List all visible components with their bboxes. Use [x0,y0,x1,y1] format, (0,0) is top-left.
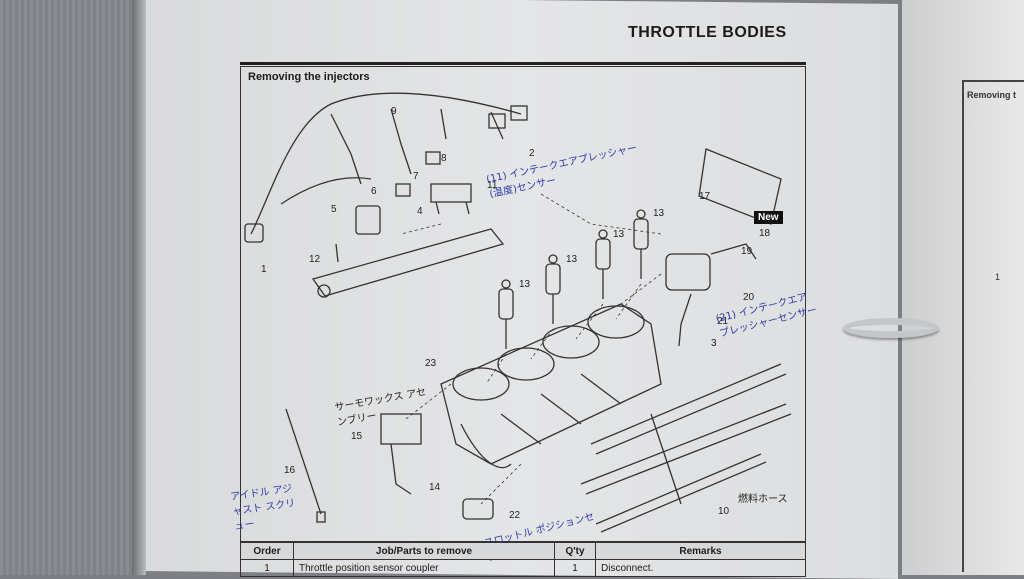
handwritten-note-16: アイドル アジャスト スクリュー [229,483,296,533]
next-page-part-num: 1 [995,272,1001,282]
part-num-7: 7 [413,171,419,182]
part-num-14: 14 [429,482,441,493]
part-num-13a: 13 [519,279,531,290]
part-num-20: 20 [743,292,755,303]
row-order: 1 [240,559,294,577]
exploded-diagram: 1 2 3 4 5 6 7 8 9 10 11 12 13 13 13 13 1… [244,92,792,533]
part-num-5: 5 [331,204,337,215]
part-num-13b: 13 [566,254,578,265]
part-num-9: 9 [391,106,397,117]
binder-cover [0,0,135,575]
next-page-title: Removing t [967,90,1017,100]
pressure-sensor-bracket [430,183,472,203]
part-num-13d: 13 [653,208,665,219]
intake-pressure-sensor [665,253,711,291]
figure-title: Removing the injectors [248,71,370,83]
part-num-19: 19 [741,246,753,257]
col-remarks: Remarks [595,542,806,560]
part-num-13c: 13 [613,229,625,240]
table-header-row: Order Job/Parts to remove Q'ty Remarks [240,542,806,560]
part-number-labels: 1 2 3 4 5 6 7 8 9 10 11 12 13 13 13 13 1… [261,106,771,521]
fuel-hose [580,363,792,533]
header-rule [240,62,806,65]
part-num-4: 4 [417,206,423,217]
part-num-2: 2 [529,148,535,159]
col-order: Order [240,542,294,560]
fuel-rail [311,228,505,297]
removal-steps-table: Order Job/Parts to remove Q'ty Remarks 1… [240,542,806,577]
handwritten-note-10: 燃料ホース [738,494,788,505]
new-badge: New [754,211,783,224]
page-header: THROTTLE BODIES [628,24,787,41]
part-num-3: 3 [711,338,717,349]
part-num-6: 6 [371,186,377,197]
part-num-22: 22 [509,510,521,521]
part-num-8: 8 [441,153,447,164]
throttle-position-sensor [462,498,494,520]
thermo-wax-assembly [380,413,422,445]
harness-connector [244,223,264,243]
page-edge-shadow [132,0,146,575]
part-num-17: 17 [699,191,711,202]
table-row: 1 Throttle position sensor coupler 1 Dis… [240,559,806,577]
cover-17 [698,148,782,225]
part-num-10: 10 [718,506,730,517]
injectors [498,209,649,349]
part-num-15: 15 [351,431,363,442]
col-qty: Q'ty [554,542,596,560]
throttle-body-assembly [440,303,662,469]
row-qty: 1 [554,559,596,577]
row-part: Throttle position sensor coupler [293,559,555,577]
binder-ring [843,318,939,338]
part-num-16: 16 [284,465,296,476]
part-num-11: 11 [487,180,498,191]
row-remarks: Disconnect. [595,559,806,577]
idle-adjust-screw [285,408,322,515]
part-num-12: 12 [309,254,321,265]
col-job-parts: Job/Parts to remove [293,542,555,560]
part-num-1: 1 [261,264,267,275]
wire-harness [250,92,522,235]
figure-frame [240,66,806,542]
part-num-21: 21 [717,316,729,327]
next-page-frame [962,80,1024,572]
part-num-23: 23 [425,358,437,369]
part-num-18: 18 [759,228,771,239]
